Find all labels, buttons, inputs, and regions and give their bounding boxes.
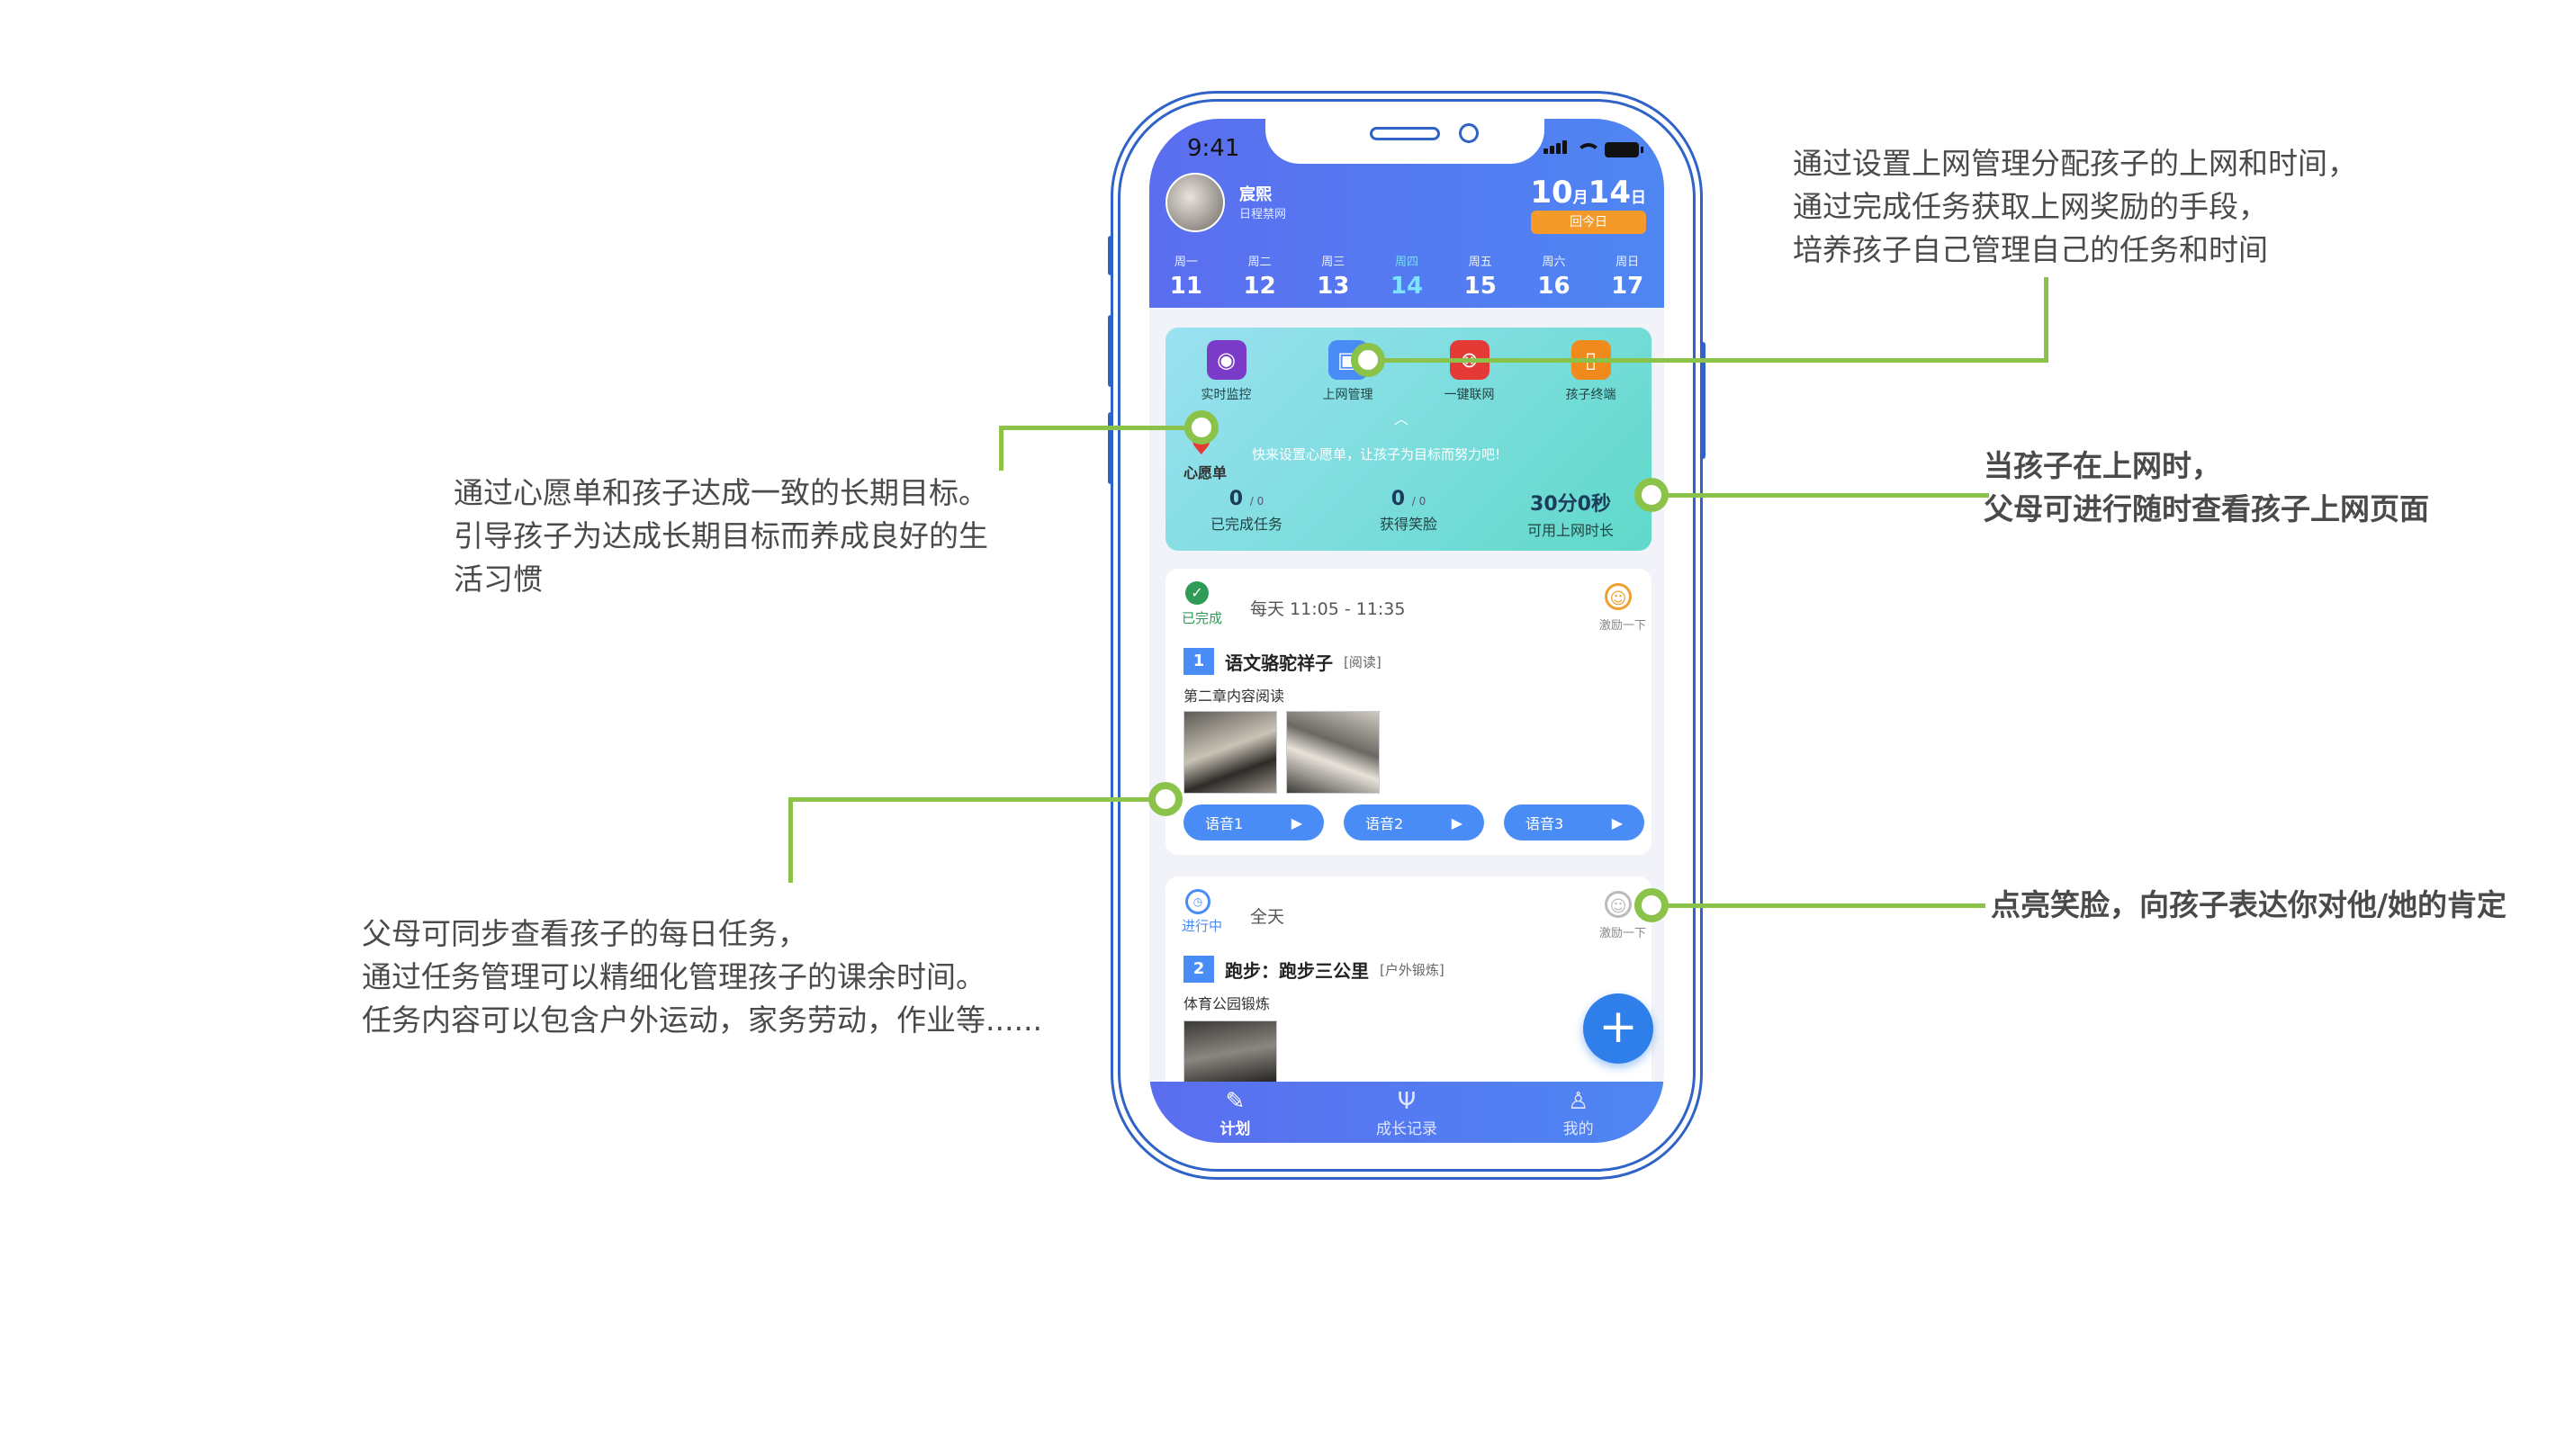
task-photo[interactable]: [1184, 711, 1277, 794]
task-number: 1: [1184, 648, 1214, 675]
speaker-grille: [1370, 127, 1440, 140]
task-number: 2: [1184, 956, 1214, 983]
task-status: 进行中: [1182, 918, 1223, 934]
annotation-internet-management: 通过设置上网管理分配孩子的上网和时间， 通过完成任务获取上网奖励的手段， 培养孩…: [1793, 146, 2357, 267]
monitor-icon: ◉: [1206, 340, 1246, 380]
profile-icon: ♙: [1568, 1088, 1589, 1115]
connector-line: [2044, 277, 2048, 363]
user-subtitle: 日程禁网: [1239, 208, 1287, 221]
tab-plan[interactable]: ✎计划: [1149, 1082, 1321, 1143]
connector-line: [1661, 493, 1989, 498]
annotation-daily-tasks: 父母可同步查看孩子的每日任务， 通过任务管理可以精细化管理孩子的课余时间。 任务…: [362, 916, 1042, 1038]
feature-one-click-network[interactable]: ⊗一键联网: [1408, 340, 1530, 403]
connector-line: [1375, 358, 2048, 363]
back-to-today-button[interactable]: 回今日: [1531, 211, 1646, 234]
callout-dot: [1634, 888, 1669, 922]
battery-icon: [1605, 142, 1643, 157]
task-photo[interactable]: [1286, 711, 1380, 794]
task-subtitle: 体育公园锻炼: [1184, 995, 1271, 1012]
cheer-label[interactable]: 激励一下: [1598, 619, 1646, 633]
connector-line: [1661, 903, 1985, 908]
connector-line: [788, 797, 793, 883]
play-icon: ▶: [1291, 813, 1302, 831]
annotation-smile: 点亮笑脸，向孩子表达你对他/她的肯定: [1991, 887, 2507, 922]
add-task-button[interactable]: +: [1583, 993, 1653, 1064]
status-icons: [1544, 140, 1643, 157]
task-category: [户外锻炼]: [1380, 961, 1444, 978]
wifi-icon: [1576, 143, 1601, 157]
voice-list: 语音1▶ 语音2▶ 语音3▶: [1184, 804, 1644, 840]
annotation-wish-list: 通过心愿单和孩子达成一致的长期目标。 引导孩子为达成长期目标而养成良好的生 活习…: [454, 475, 988, 597]
connector-line: [999, 426, 1202, 430]
voice-button[interactable]: 语音3▶: [1504, 804, 1644, 840]
wish-list-label[interactable]: 心愿单: [1184, 464, 1228, 481]
annotation-realtime-view: 当孩子在上网时， 父母可进行随时查看孩子上网页面: [1984, 448, 2429, 526]
task-category: [阅读]: [1344, 653, 1382, 670]
connector-line: [788, 797, 1157, 802]
plan-icon: ✎: [1225, 1088, 1246, 1115]
cheer-label[interactable]: 激励一下: [1598, 927, 1646, 940]
callout-dot: [1184, 410, 1219, 445]
volume-down-button: [1108, 412, 1113, 484]
tab-profile[interactable]: ♙我的: [1492, 1082, 1664, 1143]
status-time: 9:41: [1187, 135, 1240, 162]
signal-icon: [1544, 140, 1569, 157]
growth-icon: Ψ: [1397, 1088, 1417, 1115]
callout-dot: [1634, 478, 1669, 512]
power-button: [1700, 342, 1706, 459]
task-title: 跑步：跑步三公里: [1225, 959, 1369, 982]
check-icon: ✓: [1185, 581, 1209, 605]
user-name: 宸熙: [1239, 185, 1272, 204]
task-schedule: 全天: [1250, 907, 1285, 927]
mute-switch: [1108, 236, 1113, 275]
front-camera: [1459, 123, 1479, 143]
task-title: 语文骆驼祥子: [1225, 652, 1333, 674]
stat-online-time: 30分0秒可用上网时长: [1526, 493, 1614, 539]
task-status: 已完成: [1182, 610, 1223, 626]
volume-up-button: [1108, 315, 1113, 387]
wish-list-prompt[interactable]: 快来设置心愿单，让孩子为目标而努力吧!: [1252, 446, 1501, 463]
task-subtitle: 第二章内容阅读: [1184, 688, 1285, 705]
smiley-icon[interactable]: ☺: [1605, 891, 1632, 918]
task-card[interactable]: ✓ 已完成 每天 11:05 - 11:35 ☺ 激励一下 1 语文骆驼祥子 […: [1166, 569, 1652, 855]
play-icon: ▶: [1451, 813, 1462, 831]
callout-dot: [1148, 782, 1183, 816]
feature-monitor[interactable]: ◉实时监控: [1166, 340, 1287, 403]
current-date: 10月14日: [1530, 175, 1646, 211]
task-title-row: 2 跑步：跑步三公里 [户外锻炼]: [1184, 956, 1444, 983]
task-photo[interactable]: [1184, 1020, 1277, 1085]
task-title-row: 1 语文骆驼祥子 [阅读]: [1184, 648, 1382, 675]
phone-frame-inner: [1118, 99, 1696, 1172]
play-icon: ▶: [1611, 813, 1623, 831]
voice-button[interactable]: 语音2▶: [1344, 804, 1484, 840]
task-schedule: 每天 11:05 - 11:35: [1250, 599, 1406, 619]
smiley-icon[interactable]: ☺: [1605, 583, 1632, 610]
feature-internet-manage[interactable]: ▣上网管理: [1287, 340, 1408, 403]
feature-panel: ◉实时监控 ▣上网管理 ⊗一键联网 ▯孩子终端 ︿ ♥ 心愿单 快来设置心愿单，…: [1166, 328, 1652, 551]
callout-dot: [1351, 343, 1385, 377]
clock-icon: ◷: [1185, 889, 1210, 914]
voice-button[interactable]: 语音1▶: [1184, 804, 1324, 840]
connector-line: [999, 426, 1004, 471]
feature-child-device[interactable]: ▯孩子终端: [1530, 340, 1652, 403]
avatar[interactable]: [1166, 173, 1225, 232]
chevron-up-icon[interactable]: ︿: [1394, 410, 1409, 427]
